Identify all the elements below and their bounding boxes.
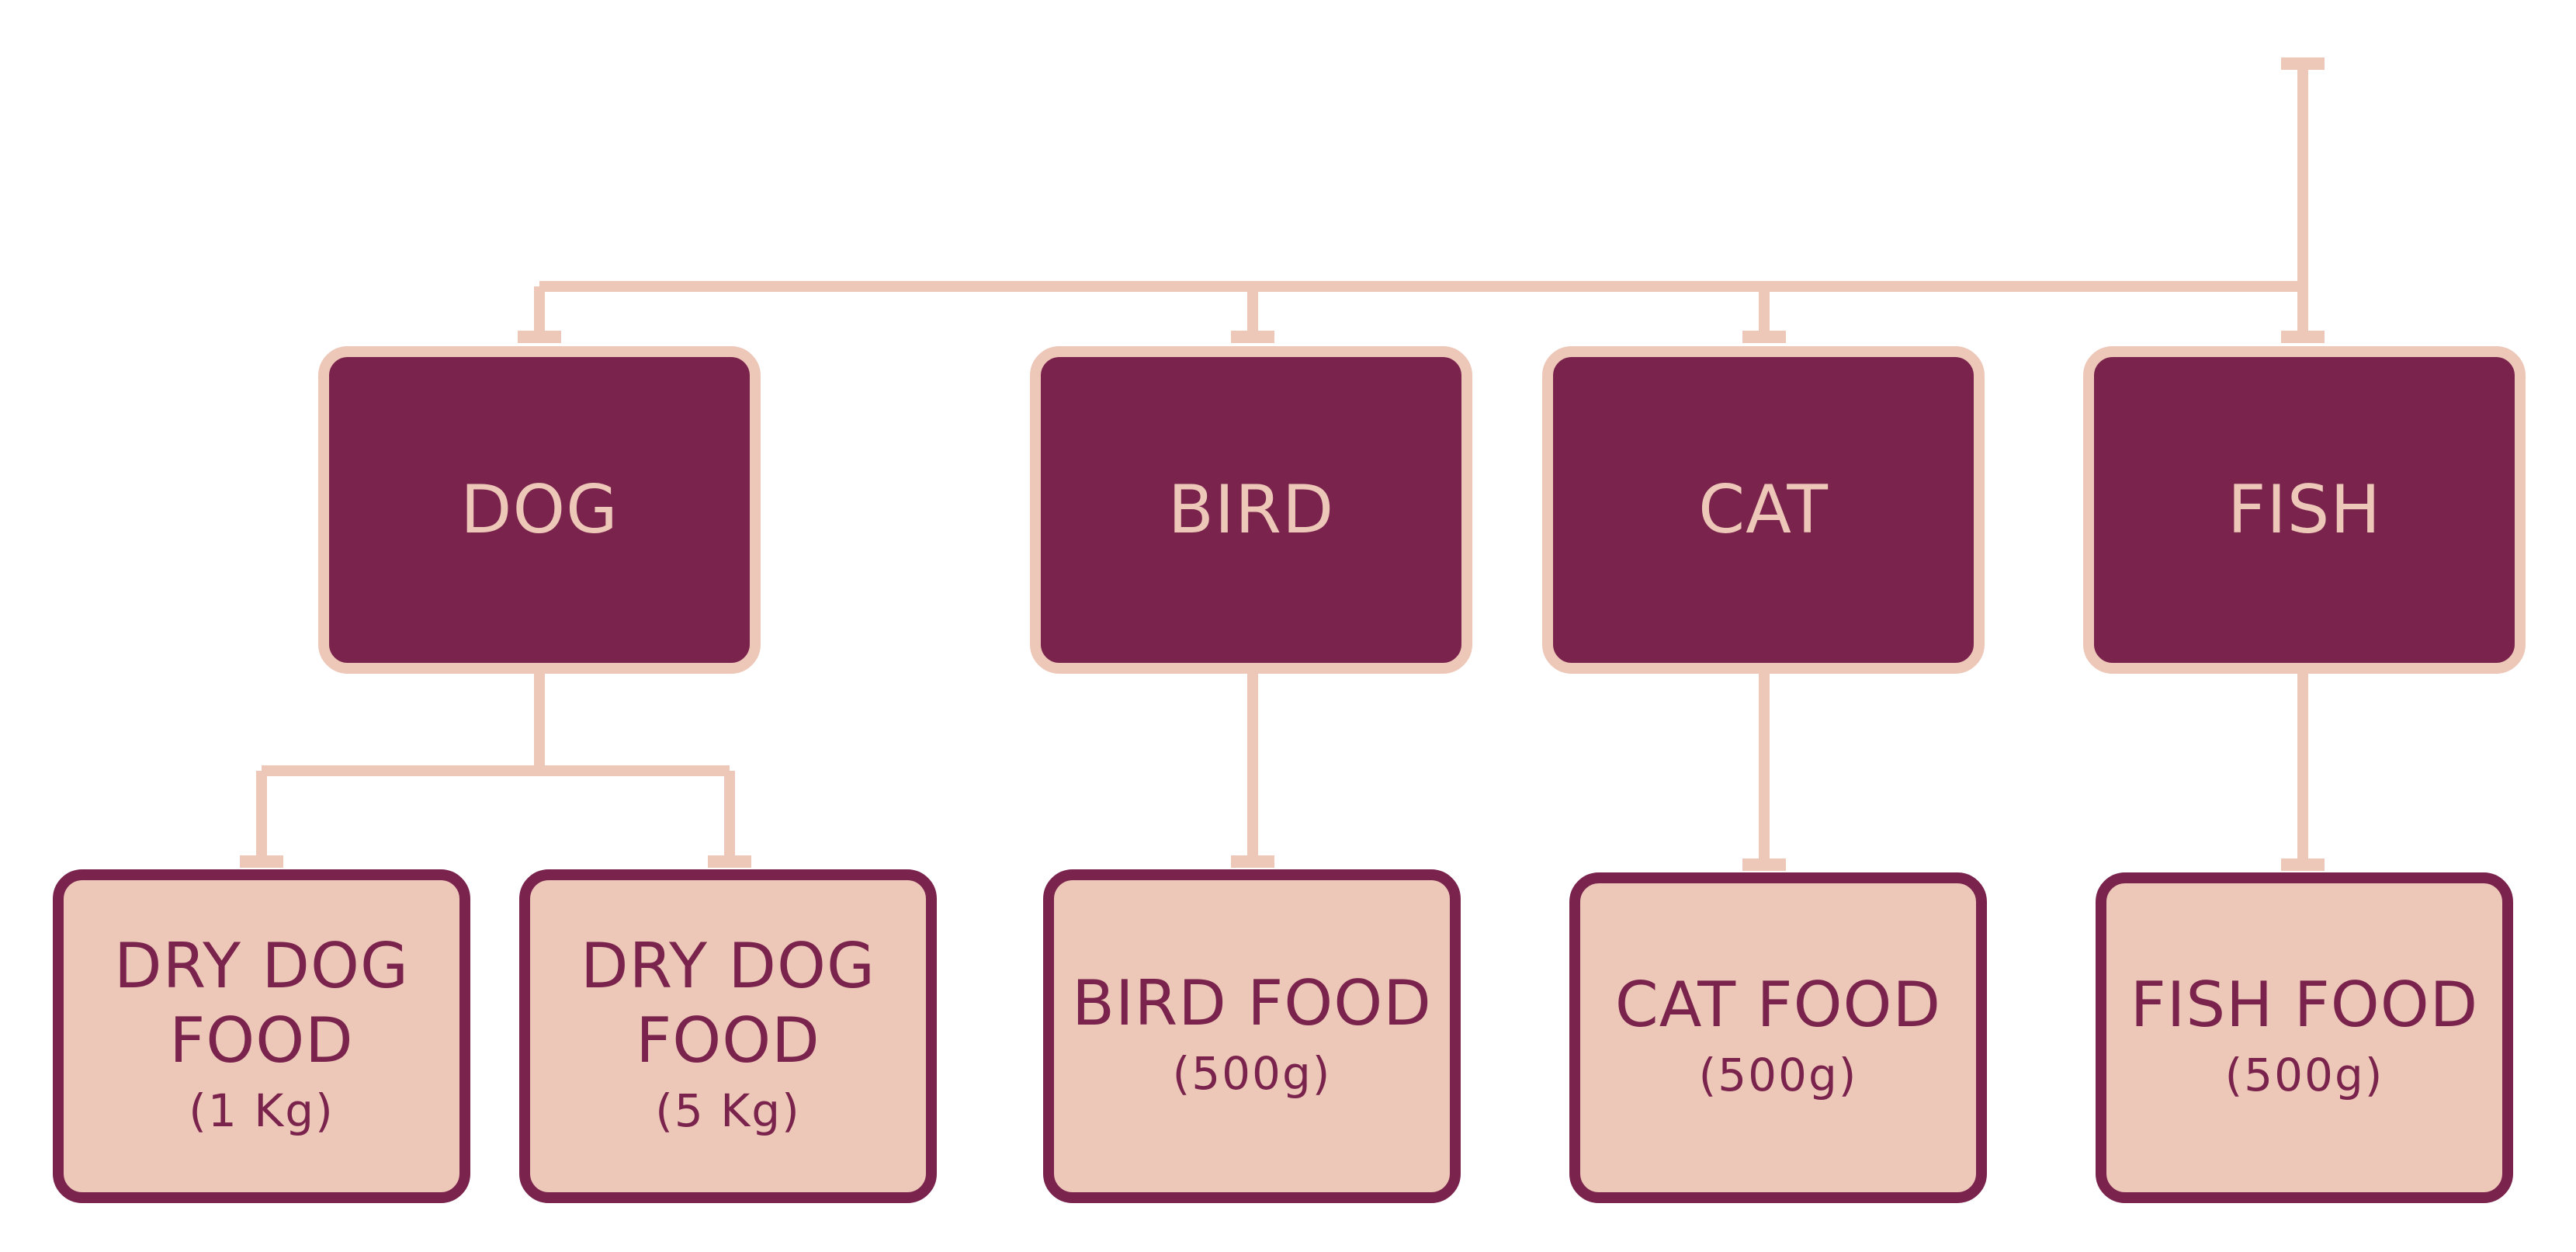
cap-cat	[1742, 331, 1786, 343]
product-weight: (500g)	[1698, 1049, 1858, 1101]
cap-dry-dog-food-5kg	[708, 855, 751, 868]
cap-cat-food	[1742, 858, 1786, 871]
cap-dry-dog-food-1kg	[240, 855, 283, 868]
product-node-dry-dog-food-1kg: DRY DOG FOOD (1 Kg)	[53, 869, 470, 1203]
product-label-line: FOOD	[636, 1004, 820, 1077]
category-label-dog: DOG	[460, 471, 619, 549]
category-label-cat: CAT	[1698, 471, 1829, 549]
cap-dog	[518, 331, 561, 343]
product-label-line: FOOD	[169, 1004, 354, 1077]
cap-fish	[2281, 331, 2325, 343]
category-label-fish: FISH	[2227, 471, 2382, 549]
cap-bird	[1231, 331, 1274, 343]
product-label-line: DRY DOG	[581, 930, 875, 1002]
cap-fish-food	[2281, 858, 2325, 871]
product-node-cat-food: CAT FOOD (500g)	[1569, 872, 1987, 1203]
product-node-dry-dog-food-5kg: DRY DOG FOOD (5 Kg)	[519, 869, 937, 1203]
product-label-line: CAT FOOD	[1614, 969, 1942, 1041]
product-node-fish-food: FISH FOOD (500g)	[2096, 872, 2513, 1203]
product-label-line: FISH FOOD	[2130, 969, 2479, 1041]
product-weight: (500g)	[1172, 1047, 1332, 1100]
product-weight: (1 Kg)	[189, 1084, 335, 1137]
product-weight: (500g)	[2224, 1049, 2384, 1101]
category-node-fish: FISH	[2083, 346, 2526, 674]
category-label-bird: BIRD	[1167, 471, 1335, 549]
product-node-bird-food: BIRD FOOD (500g)	[1043, 869, 1461, 1203]
cap-bird-food	[1231, 855, 1274, 868]
product-weight: (5 Kg)	[655, 1084, 801, 1137]
category-node-dog: DOG	[318, 346, 761, 674]
category-node-cat: CAT	[1542, 346, 1985, 674]
product-label-line: DRY DOG	[114, 930, 409, 1002]
product-label-line: BIRD FOOD	[1072, 967, 1432, 1039]
category-node-bird: BIRD	[1030, 346, 1472, 674]
